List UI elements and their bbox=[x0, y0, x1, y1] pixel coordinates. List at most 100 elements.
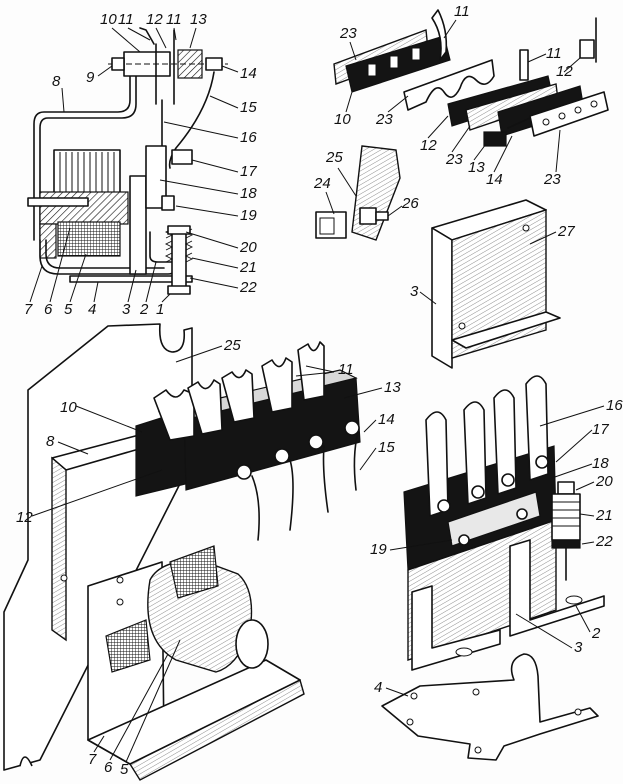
pivot-assembly bbox=[108, 27, 228, 105]
contact-nuts-17 bbox=[437, 455, 549, 513]
core-base-top bbox=[87, 659, 301, 765]
assembled-rear-view: 16 17 18 20 21 22 19 2 3 4 bbox=[370, 375, 623, 761]
callout-3: 3 bbox=[410, 283, 419, 300]
callout-11: 11 bbox=[338, 361, 354, 378]
armature-3 bbox=[129, 145, 193, 275]
callout-12: 12 bbox=[420, 137, 437, 154]
callout-15: 15 bbox=[378, 439, 395, 456]
coil-winding-top-6 bbox=[169, 545, 219, 599]
lead-wire-15 bbox=[168, 71, 215, 169]
callout-27: 27 bbox=[557, 223, 575, 240]
bracket-leaders bbox=[325, 167, 403, 217]
base-plate-4 bbox=[381, 653, 599, 761]
callout-20: 20 bbox=[595, 473, 613, 490]
nut-13 bbox=[483, 131, 507, 147]
callout-7: 7 bbox=[24, 301, 33, 318]
callout-24: 24 bbox=[313, 175, 331, 192]
contact-springs-16 bbox=[425, 375, 549, 517]
bolt-14 bbox=[507, 117, 531, 129]
cross-section-view: 10 11 12 11 13 9 14 8 15 16 17 18 19 20 … bbox=[24, 11, 257, 318]
yoke-bracket-8 bbox=[33, 63, 137, 241]
callout-21: 21 bbox=[239, 259, 257, 276]
callout-14: 14 bbox=[240, 65, 257, 82]
callout-10: 10 bbox=[334, 111, 351, 128]
bracket-25 bbox=[351, 145, 401, 241]
callout-4: 4 bbox=[374, 679, 382, 696]
callout-9: 9 bbox=[86, 69, 95, 86]
callout-19: 19 bbox=[240, 207, 257, 224]
callout-25: 25 bbox=[325, 149, 343, 166]
callout-26: 26 bbox=[401, 195, 419, 212]
callout-22: 22 bbox=[595, 533, 613, 550]
callout-4: 4 bbox=[88, 301, 96, 318]
callout-18: 18 bbox=[592, 455, 609, 472]
callout-2: 2 bbox=[139, 301, 149, 318]
cross-section-leaders bbox=[29, 27, 239, 303]
adjusting-screw bbox=[149, 225, 194, 295]
callout-21: 21 bbox=[595, 507, 613, 524]
bracket-left bbox=[411, 585, 501, 671]
callout-25: 25 bbox=[223, 337, 241, 354]
pole-piece bbox=[235, 619, 269, 669]
terminal-bolts-14 bbox=[236, 420, 360, 480]
callout-13: 13 bbox=[190, 11, 207, 28]
cover-plate-view: 27 3 bbox=[410, 199, 575, 369]
callout-1: 1 bbox=[156, 301, 164, 318]
bracket-2 bbox=[509, 539, 605, 637]
callout-23: 23 bbox=[445, 151, 463, 168]
terminal-bracket-view: 25 24 26 bbox=[313, 145, 419, 241]
assembled-front-view: 25 11 13 10 14 8 15 12 7 6 5 bbox=[3, 323, 401, 781]
callout-2: 2 bbox=[591, 625, 601, 642]
callout-3: 3 bbox=[574, 639, 583, 656]
callout-17: 17 bbox=[592, 421, 609, 438]
callout-13: 13 bbox=[468, 159, 485, 176]
base-plate-4 bbox=[69, 275, 193, 283]
callout-11: 11 bbox=[118, 11, 134, 28]
callout-16: 16 bbox=[240, 129, 257, 146]
callout-22: 22 bbox=[239, 279, 257, 296]
front-leaders bbox=[31, 345, 383, 763]
coil-winding-bottom-6 bbox=[105, 619, 151, 673]
callout-20: 20 bbox=[239, 239, 257, 256]
contact-finger-11b bbox=[519, 49, 529, 81]
callout-11: 11 bbox=[546, 45, 562, 62]
callout-14: 14 bbox=[486, 171, 503, 188]
frame-side-8 bbox=[51, 456, 67, 642]
lead-wires-15 bbox=[251, 431, 359, 541]
callout-5: 5 bbox=[120, 761, 129, 778]
contact-finger-11 bbox=[431, 9, 448, 61]
contact-detail-12 bbox=[579, 39, 595, 59]
callout-23: 23 bbox=[543, 171, 561, 188]
exploded-leaders bbox=[345, 19, 581, 173]
callout-18: 18 bbox=[240, 185, 257, 202]
insulator-23-wave bbox=[403, 59, 495, 111]
callout-6: 6 bbox=[104, 759, 113, 776]
callout-6: 6 bbox=[44, 301, 53, 318]
callout-12: 12 bbox=[146, 11, 163, 28]
contact-fingers-11 bbox=[153, 341, 325, 441]
callout-15: 15 bbox=[240, 99, 257, 116]
callout-16: 16 bbox=[606, 397, 623, 414]
nut-26 bbox=[359, 207, 377, 225]
callout-12: 12 bbox=[16, 509, 33, 526]
callout-7: 7 bbox=[88, 751, 97, 768]
callout-23: 23 bbox=[339, 25, 357, 42]
callout-3: 3 bbox=[122, 301, 131, 318]
callout-14: 14 bbox=[378, 411, 395, 428]
clamp-plate-19 bbox=[447, 491, 541, 547]
cover-leaders bbox=[419, 231, 557, 305]
callout-8: 8 bbox=[52, 73, 61, 90]
callout-5: 5 bbox=[64, 301, 73, 318]
rear-leaders bbox=[385, 405, 605, 697]
insulator-23-bottom bbox=[529, 91, 609, 137]
cover-plate-side bbox=[431, 227, 453, 369]
callout-11: 11 bbox=[166, 11, 182, 28]
callout-8: 8 bbox=[46, 433, 55, 450]
callout-23: 23 bbox=[375, 111, 393, 128]
coil-assembly bbox=[27, 149, 129, 259]
callout-17: 17 bbox=[240, 163, 257, 180]
callout-19: 19 bbox=[370, 541, 387, 558]
cover-plate-flange bbox=[451, 311, 561, 349]
callout-13: 13 bbox=[384, 379, 401, 396]
